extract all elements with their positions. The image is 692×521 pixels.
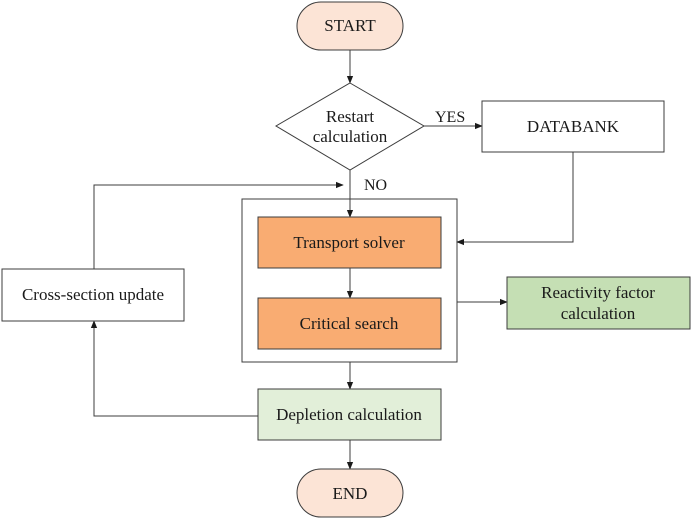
cross-section-update-node: Cross-section update: [1, 268, 185, 322]
transport-solver-node: Transport solver: [257, 216, 442, 269]
start-node: START: [296, 1, 404, 51]
depletion-label: Depletion calculation: [276, 405, 422, 424]
arrow-depletion-to-cross-section: [90, 320, 258, 417]
restart-label-line2: calculation: [313, 127, 388, 146]
depletion-node: Depletion calculation: [257, 388, 442, 441]
databank-node: DATABANK: [481, 100, 665, 153]
transport-solver-label: Transport solver: [293, 233, 405, 252]
end-node: END: [296, 468, 404, 518]
arrow-cross-section-to-loop: [93, 181, 344, 269]
start-label: START: [324, 16, 376, 35]
reactivity-factor-node: Reactivity factor calculation: [506, 276, 691, 330]
reactivity-label-line2: calculation: [561, 304, 636, 323]
end-label: END: [333, 484, 368, 503]
restart-label-line1: Restart: [326, 107, 374, 126]
critical-search-node: Critical search: [257, 297, 442, 350]
databank-label: DATABANK: [527, 117, 620, 136]
no-label: NO: [364, 177, 387, 194]
restart-decision: Restart calculation: [275, 82, 425, 171]
critical-search-label: Critical search: [300, 314, 399, 333]
cross-section-update-label: Cross-section update: [22, 285, 164, 304]
reactivity-label-line1: Reactivity factor: [541, 283, 655, 302]
yes-label: YES: [435, 109, 465, 126]
arrow-databank-to-frame: [456, 152, 574, 246]
